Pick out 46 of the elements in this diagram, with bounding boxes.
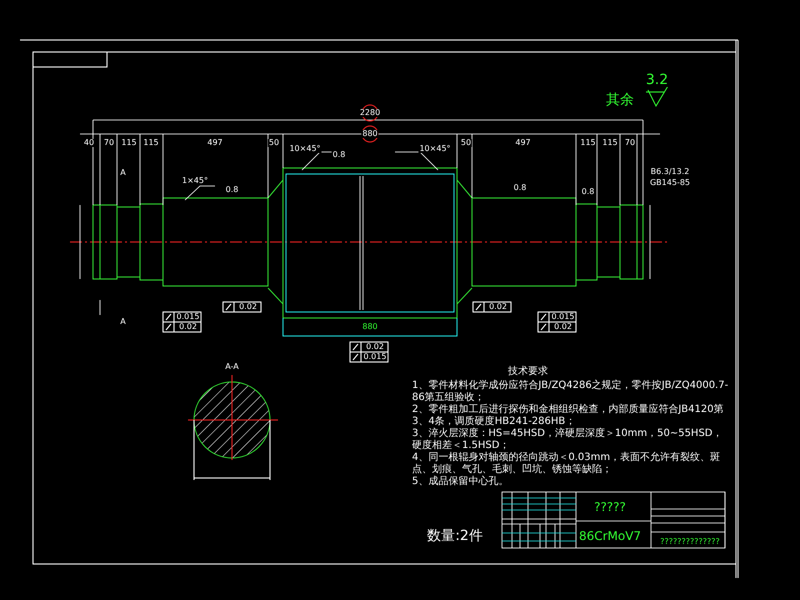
roughness-value: 0.8	[332, 151, 346, 159]
tolerance-value: 0.02	[178, 323, 198, 331]
requirement-text: 2、零件粗加工后进行探伤和金相组织检查，内部质量应符合JB4120第3、4条，调质硬度HB241-286HB；	[412, 404, 725, 428]
requirement-text: 4、同一根辊身对轴颈的径向跳动＜0.03mm，表面不允许有裂纹、斑点、划痕、气孔、毛刺、凹坑、锈蚀等缺陷；	[412, 452, 722, 476]
requirement-text: 1、零件材料化学成份应符合JB/ZQ4286之规定，零件按JB/ZQ4000.7-86第五组验收；	[412, 380, 730, 404]
dimension-text: 115	[579, 139, 597, 147]
dimension-text: 1×45°	[181, 177, 209, 185]
note-text: B6.3/13.2	[650, 168, 690, 176]
dimension-text: 115	[601, 139, 619, 147]
material-text: 86CrMoV7	[578, 530, 642, 542]
roughness-value: 0.8	[512, 184, 528, 192]
note-text: 其余	[605, 93, 635, 107]
section-title: A-A	[224, 363, 240, 371]
tolerance-value: 0.02	[238, 303, 258, 311]
title-text: ?????	[593, 501, 627, 513]
dimension-text: 115	[142, 139, 160, 147]
tolerance-value: 0.02	[365, 343, 385, 351]
dimension-text: 497	[514, 139, 532, 147]
dimension-text: 880	[361, 323, 379, 331]
section-mark: A	[119, 318, 127, 326]
dimension-text: 10×45°	[288, 145, 322, 153]
dimension-text: 880	[361, 130, 379, 138]
dimension-text: 115	[120, 139, 138, 147]
note-text: GB145-85	[648, 179, 692, 187]
dimension-text: 50	[460, 139, 472, 147]
dimension-text: 10×45°	[418, 145, 452, 153]
dimension-text: 40	[82, 139, 96, 147]
drawing-number: ??????????????	[659, 538, 721, 546]
tolerance-value: 0.015	[550, 313, 576, 321]
tolerance-value: 0.02	[488, 303, 508, 311]
requirement-text: 5、成品保留中心孔。	[412, 476, 510, 488]
roughness-value: 0.8	[580, 188, 596, 196]
dimension-text: 70	[624, 139, 636, 147]
tolerance-value: 0.015	[362, 353, 388, 361]
heading-text: 技术要求	[507, 367, 549, 377]
dimension-text: 50	[268, 139, 280, 147]
roughness-value: 0.8	[224, 186, 240, 194]
tolerance-value: 0.02	[553, 323, 573, 331]
dimension-text: 497	[206, 139, 224, 147]
tolerance-value: 0.015	[176, 313, 200, 321]
section-mark: A	[119, 169, 127, 177]
dimension-text: 70	[102, 139, 116, 147]
dimension-text: 2280	[358, 109, 382, 117]
requirement-text: 3、淬火层深度：HS=45HSD，淬硬层深度＞10mm，50~55HSD，硬度相差＜1.5HSD；	[412, 428, 724, 452]
quantity-text: 数量:2件	[426, 529, 484, 543]
roughness-value: 3.2	[644, 73, 670, 87]
